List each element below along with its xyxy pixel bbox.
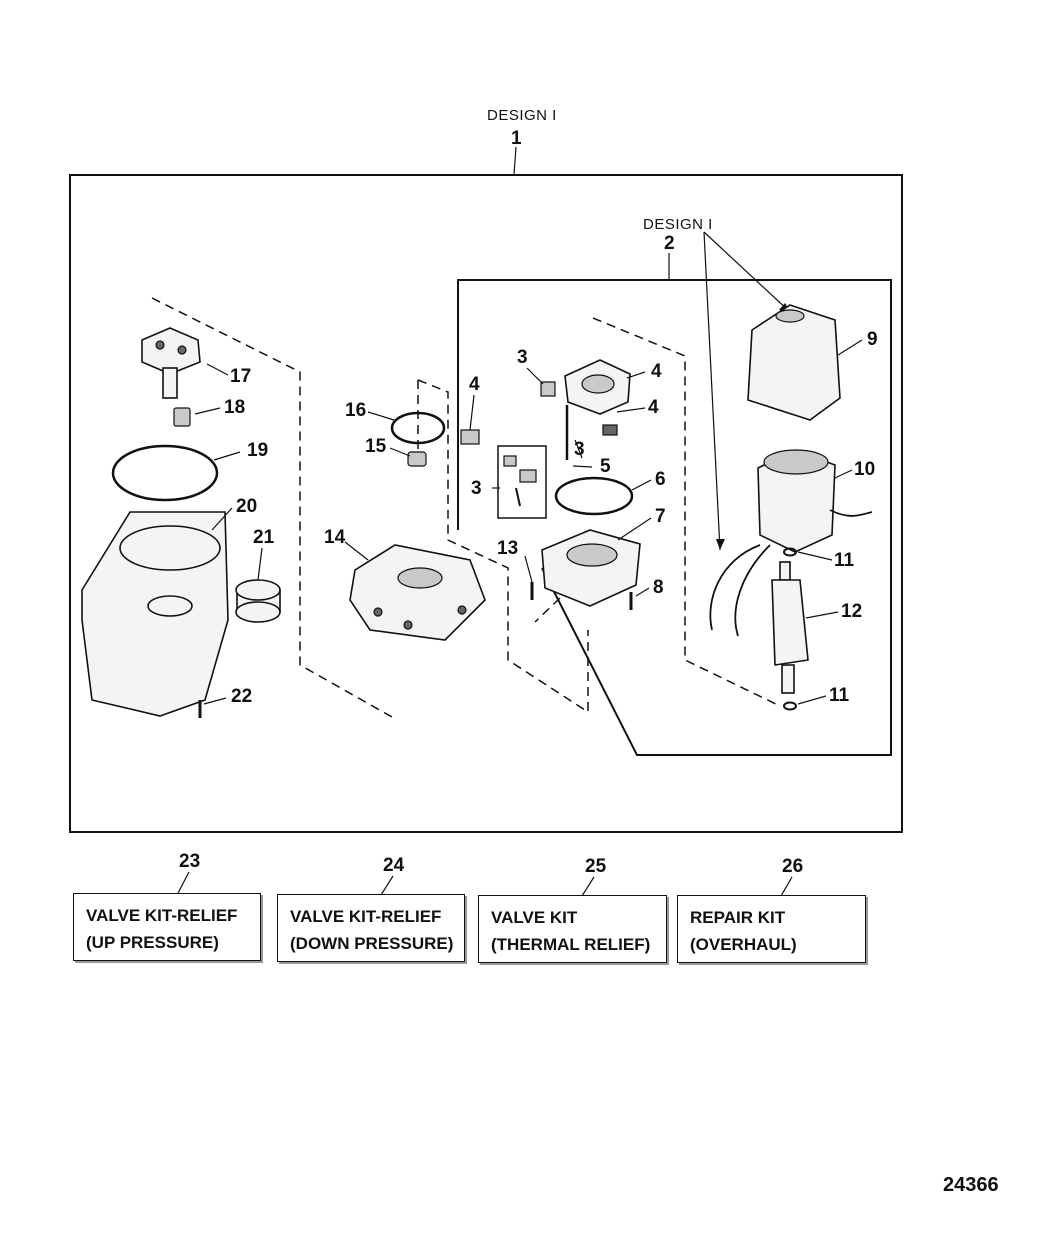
part-7-end-cap (541, 529, 641, 607)
kit-26-line2: (OVERHAUL) (690, 935, 797, 954)
part-3-brush-box (497, 445, 547, 519)
callout-2: 2 (664, 233, 675, 254)
callout-5: 5 (600, 456, 611, 477)
part-6-o-ring (554, 476, 634, 516)
kit-24-line1: VALVE KIT-RELIEF (290, 907, 442, 926)
part-11-washer-upper (783, 547, 797, 557)
callout-8: 8 (653, 577, 664, 598)
callout-24: 24 (383, 855, 405, 876)
callout-25: 25 (585, 856, 607, 877)
callout-20: 20 (236, 496, 258, 517)
kit-24-line2: (DOWN PRESSURE) (290, 934, 454, 953)
assembly-2-outline (457, 279, 892, 756)
callout-4: 4 (651, 361, 662, 382)
callout-7: 7 (655, 506, 666, 527)
callout-1: 1 (511, 128, 522, 149)
kit-25-line1: VALVE KIT (491, 908, 578, 927)
callout-17: 17 (230, 366, 252, 387)
kit-26-line1: REPAIR KIT (690, 908, 786, 927)
callout-16: 16 (345, 400, 367, 421)
callout-19: 19 (247, 440, 269, 461)
callout-11: 11 (834, 550, 855, 571)
kit-23-line1: VALVE KIT-RELIEF (86, 906, 238, 925)
part-16-o-ring (390, 411, 446, 445)
design-label-assembly-2: DESIGN I (643, 216, 713, 233)
callout-15: 15 (365, 436, 387, 457)
callout-11: 11 (829, 685, 850, 706)
callout-9: 9 (867, 329, 878, 350)
part-19-o-ring (111, 444, 219, 502)
part-10-field-frame (709, 449, 873, 637)
part-9-motor-cover (747, 304, 841, 421)
part-17-pump-cover (141, 327, 201, 399)
callout-23: 23 (179, 851, 201, 872)
kit-box-26: REPAIR KIT (OVERHAUL) (677, 895, 866, 963)
part-14-pump-body (349, 544, 486, 641)
part-20-reservoir (81, 511, 229, 717)
figure-number: 24366 (943, 1174, 999, 1196)
kit-box-23: VALVE KIT-RELIEF (UP PRESSURE) (73, 893, 261, 961)
callout-21: 21 (253, 527, 275, 548)
callout-18: 18 (224, 397, 246, 418)
callout-14: 14 (324, 527, 346, 548)
callout-3: 3 (517, 347, 528, 368)
part-15-valve (407, 451, 427, 467)
kit-box-25: VALVE KIT (THERMAL RELIEF) (478, 895, 667, 963)
assembly-1-outline (69, 174, 903, 833)
callout-3: 3 (471, 478, 482, 499)
callout-3: 3 (574, 439, 585, 460)
callout-10: 10 (854, 459, 876, 480)
callout-13: 13 (497, 538, 519, 559)
callout-12: 12 (841, 601, 863, 622)
kit-25-line2: (THERMAL RELIEF) (491, 935, 651, 954)
part-11-washer-lower (783, 701, 797, 711)
callout-4: 4 (469, 374, 480, 395)
kit-box-24: VALVE KIT-RELIEF (DOWN PRESSURE) (277, 894, 465, 962)
part-18-fitting (173, 407, 191, 427)
callout-6: 6 (655, 469, 666, 490)
part-21-cap (235, 579, 281, 623)
part-4-clip (460, 429, 480, 445)
callout-22: 22 (231, 686, 253, 707)
callout-26: 26 (782, 856, 804, 877)
callout-4: 4 (648, 397, 659, 418)
kit-23-line2: (UP PRESSURE) (86, 933, 219, 952)
part-12-armature (771, 561, 809, 694)
part-3-4-brush-holder (540, 359, 631, 460)
design-label-assembly-1: DESIGN I (487, 107, 557, 124)
